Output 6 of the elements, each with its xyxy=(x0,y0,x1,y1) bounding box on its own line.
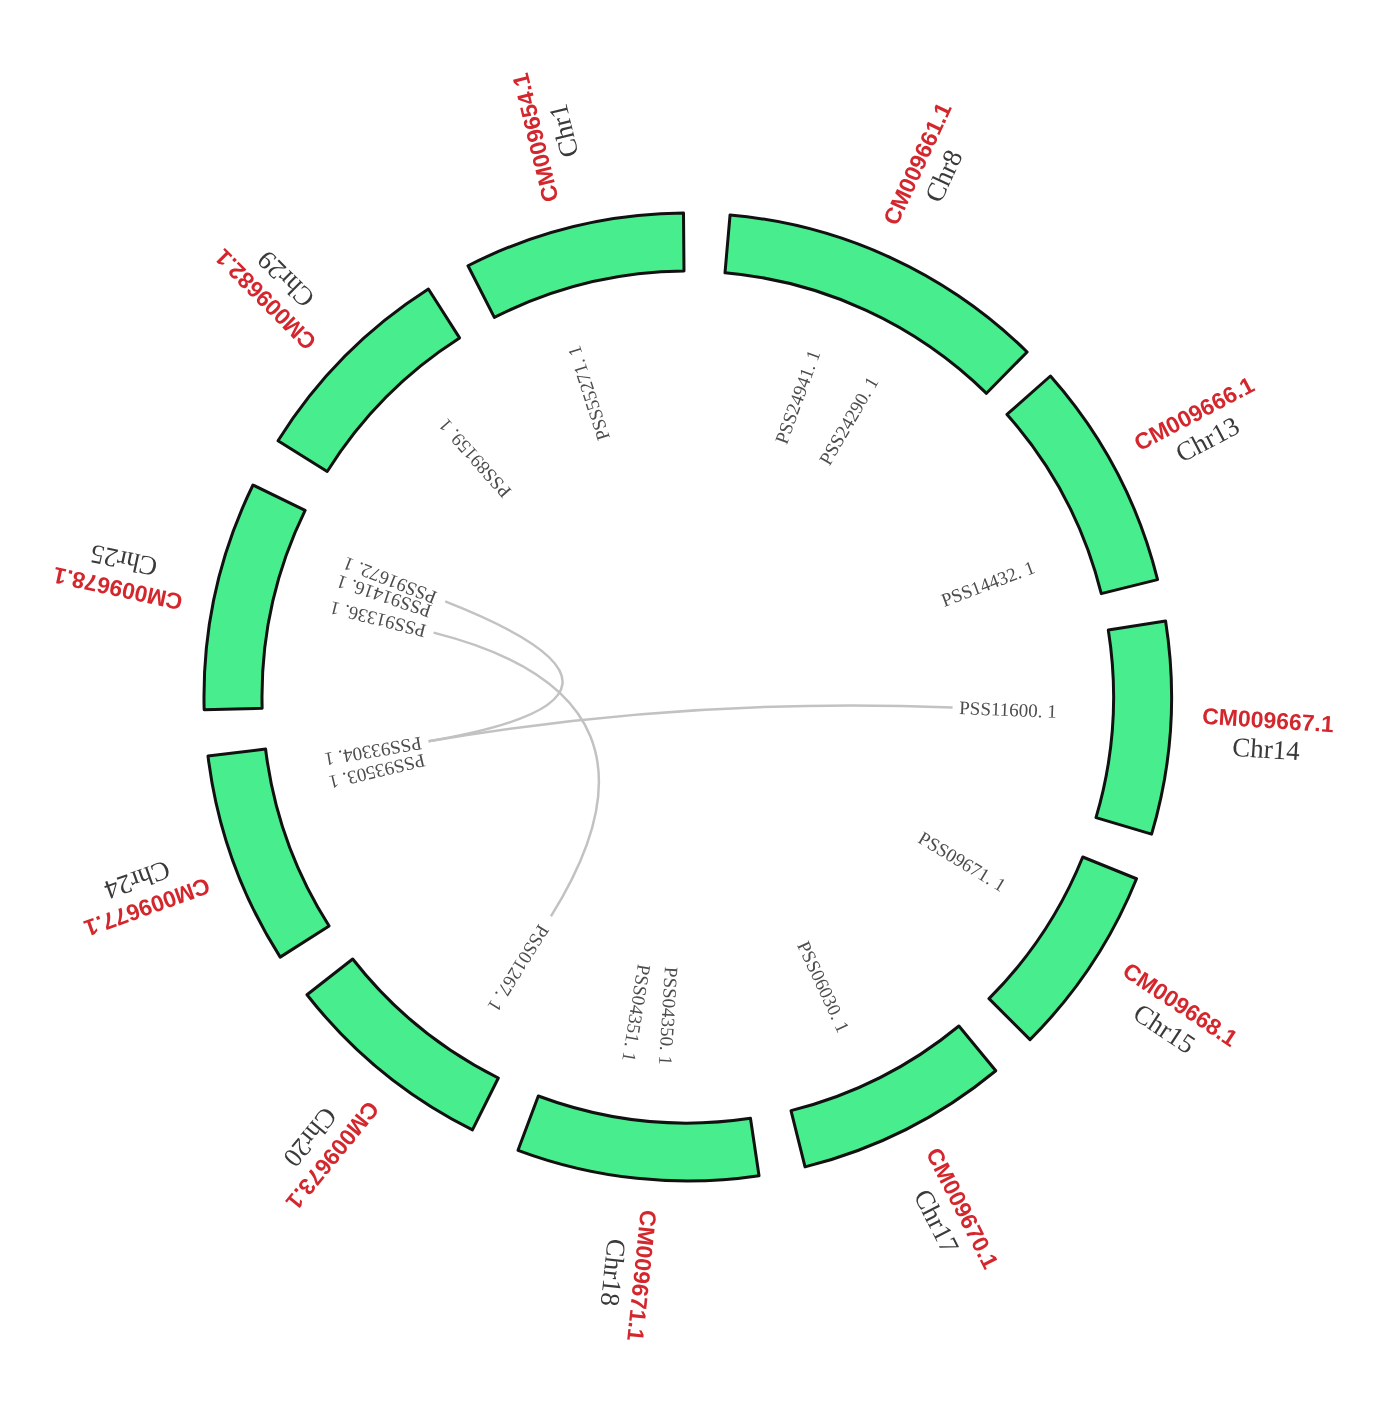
chromosome-label: Chr18 xyxy=(595,1237,632,1308)
gene-label: PSS11600. 1 xyxy=(958,697,1057,722)
gene-label: PSS04351. 1 xyxy=(618,962,655,1063)
synteny-link xyxy=(428,704,953,743)
synteny-link xyxy=(433,631,600,917)
gene-label: PSS04350. 1 xyxy=(655,966,682,1066)
